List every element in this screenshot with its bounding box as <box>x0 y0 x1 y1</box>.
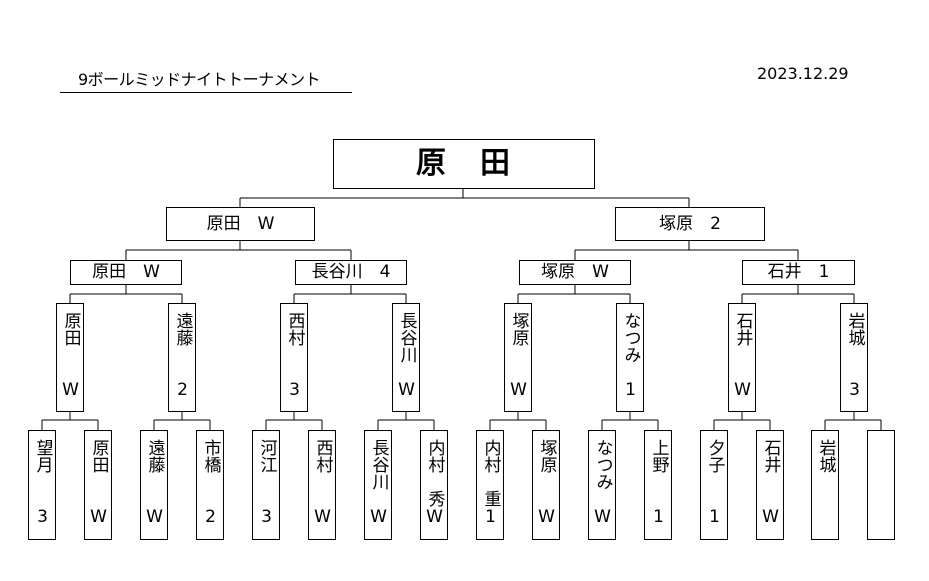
round1-box: 河江 3 <box>252 430 280 540</box>
round1-box: 岩城 <box>811 430 839 540</box>
round2-box: 塚原 W <box>504 303 532 412</box>
quarterfinal-box: 原田 W <box>70 260 182 285</box>
tournament-title: 9ボールミッドナイトトーナメント <box>78 70 321 89</box>
round1-box: 上野 1 <box>644 430 672 540</box>
round1-box: 西村 W <box>308 430 336 540</box>
round1-box: 長谷川 W <box>364 430 392 540</box>
title-underline <box>60 92 352 93</box>
round2-box: 遠藤 2 <box>168 303 196 412</box>
quarterfinal-box: 長谷川 4 <box>295 260 407 285</box>
round1-box: 望月 3 <box>28 430 56 540</box>
round1-box-empty <box>867 430 895 540</box>
champion-box: 原 田 <box>333 139 595 189</box>
round1-box: なつみ W <box>588 430 616 540</box>
round1-box: 石井 W <box>756 430 784 540</box>
round2-box: 西村 3 <box>280 303 308 412</box>
round1-box: 遠藤 W <box>140 430 168 540</box>
quarterfinal-box: 石井 1 <box>742 260 855 285</box>
round1-box: 市橋 2 <box>196 430 224 540</box>
round2-box: なつみ 1 <box>616 303 644 412</box>
round2-box: 石井 W <box>728 303 756 412</box>
round2-box: 長谷川 W <box>392 303 420 412</box>
semifinal-box: 塚原 2 <box>615 207 765 241</box>
round2-box: 岩城 3 <box>840 303 868 412</box>
round1-box: 塚原 W <box>532 430 560 540</box>
round1-box: 原田 W <box>84 430 112 540</box>
tournament-date: 2023.12.29 <box>757 64 849 83</box>
semifinal-box: 原田 W <box>166 207 315 241</box>
quarterfinal-box: 塚原 W <box>519 260 631 285</box>
round2-box: 原田 W <box>56 303 84 412</box>
round1-box: 夕子 1 <box>700 430 728 540</box>
round1-box: 内村 秀W <box>420 430 448 540</box>
round1-box: 内村 重1 <box>476 430 504 540</box>
